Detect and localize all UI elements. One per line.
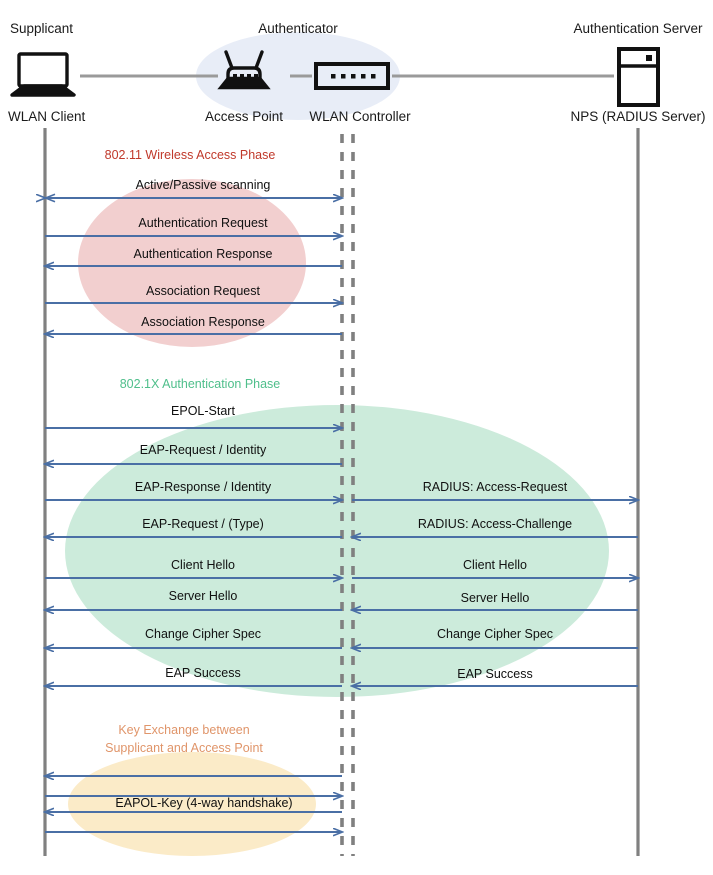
actor-device-access-point: Access Point <box>205 109 283 124</box>
message-label-radius-access-challenge: RADIUS: Access-Challenge <box>418 517 572 531</box>
overlay-label-eapol-key-label: EAPOL-Key (4-way handshake) <box>115 796 292 810</box>
message-label-server-hello-left: Server Hello <box>169 589 238 603</box>
message-label-authentication-request: Authentication Request <box>138 216 268 230</box>
overlay-labels: EAPOL-Key (4-way handshake) <box>115 796 292 810</box>
message-eap-success-right: EAP Success <box>352 667 638 686</box>
message-label-authentication-response: Authentication Response <box>134 247 273 261</box>
wlan-controller-icon <box>314 62 390 90</box>
message-eap-request-type: EAP-Request / (Type) <box>45 517 342 537</box>
message-label-client-hello-right: Client Hello <box>463 558 527 572</box>
laptop-icon <box>10 52 76 97</box>
access-point-icon <box>217 50 271 90</box>
phase-ellipse-wireless-access <box>78 179 306 347</box>
message-label-association-response: Association Response <box>141 315 265 329</box>
message-eap-request-identity: EAP-Request / Identity <box>45 443 342 464</box>
actor-role-supplicant: Supplicant <box>10 21 73 36</box>
phase-ellipse-key-exchange <box>68 752 316 856</box>
message-label-eap-success-right: EAP Success <box>457 667 533 681</box>
message-eap-success-left: EAP Success <box>45 666 342 686</box>
actor-device-wlan-client: WLAN Client <box>8 109 86 124</box>
phase-label-dot1x-authentication: 802.1X Authentication Phase <box>120 377 281 391</box>
phase-labels: 802.11 Wireless Access Phase 802.1X Auth… <box>105 148 281 755</box>
message-radius-access-challenge: RADIUS: Access-Challenge <box>352 517 638 537</box>
message-label-eap-request-type: EAP-Request / (Type) <box>142 517 264 531</box>
message-label-change-cipher-spec-right: Change Cipher Spec <box>437 627 553 641</box>
message-label-eap-success-left: EAP Success <box>165 666 241 680</box>
message-label-client-hello-left: Client Hello <box>171 558 235 572</box>
message-eapol-start: EPOL-Start <box>45 404 342 428</box>
message-server-hello-right: Server Hello <box>352 591 638 610</box>
message-label-active-passive-scanning: Active/Passive scanning <box>136 178 271 192</box>
message-arrowhead-active-passive-scanning <box>43 193 56 203</box>
message-server-hello-left: Server Hello <box>45 589 342 610</box>
message-client-hello-right: Client Hello <box>352 558 638 578</box>
message-label-eap-response-identity: EAP-Response / Identity <box>135 480 272 494</box>
message-change-cipher-spec-left: Change Cipher Spec <box>45 627 342 648</box>
phase-label-wireless-access: 802.11 Wireless Access Phase <box>105 148 276 162</box>
lifelines <box>43 128 640 856</box>
message-association-request: Association Request <box>45 284 342 303</box>
phase-label-key-exchange-line1: Key Exchange between <box>118 723 249 737</box>
actor-role-authenticator: Authenticator <box>258 21 338 36</box>
actor-device-wlan-controller: WLAN Controller <box>309 109 411 124</box>
phase-backgrounds <box>65 179 609 856</box>
message-change-cipher-spec-right: Change Cipher Spec <box>352 627 638 648</box>
server-icon <box>617 47 660 107</box>
message-label-eapol-start: EPOL-Start <box>171 404 235 418</box>
message-authentication-response: Authentication Response <box>45 247 342 266</box>
message-radius-access-request: RADIUS: Access-Request <box>352 480 638 500</box>
message-eap-response-identity: EAP-Response / Identity <box>45 480 342 500</box>
message-label-server-hello-right: Server Hello <box>461 591 530 605</box>
message-client-hello-left: Client Hello <box>45 558 342 578</box>
message-association-response: Association Response <box>45 315 342 334</box>
actor-device-nps-radius-server: NPS (RADIUS Server) <box>570 109 705 124</box>
message-label-association-request: Association Request <box>146 284 260 298</box>
message-label-eap-request-identity: EAP-Request / Identity <box>140 443 267 457</box>
message-authentication-request: Authentication Request <box>45 216 342 236</box>
phase-label-key-exchange-line2: Supplicant and Access Point <box>105 741 263 755</box>
phase-ellipse-dot1x-authentication <box>65 405 609 697</box>
message-label-radius-access-request: RADIUS: Access-Request <box>423 480 568 494</box>
message-active-passive-scanning: Active/Passive scanning <box>45 178 342 198</box>
message-label-change-cipher-spec-left: Change Cipher Spec <box>145 627 261 641</box>
actor-role-authentication-server: Authentication Server <box>573 21 703 36</box>
actors-header: Supplicant Authenticator Authentication … <box>8 21 706 124</box>
